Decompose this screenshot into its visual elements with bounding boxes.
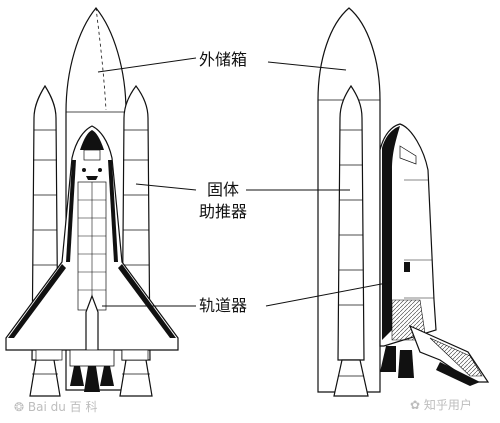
watermark-zhihu-text: 知乎用户: [423, 398, 472, 412]
watermark-baidu-text: Bai du 百 科: [27, 400, 98, 414]
leader-orbiter-right: [265, 281, 393, 307]
front-view: [5, 7, 179, 397]
leader-lines: [97, 57, 393, 307]
side-orbiter: [379, 123, 490, 386]
baidu-paw-icon: ❂: [14, 400, 25, 414]
watermark-baidu: ❂ Bai du 百 科: [14, 398, 97, 415]
leader-srb-left: [135, 183, 197, 191]
label-srb-line1: 固体: [206, 180, 241, 200]
label-external-tank: 外储箱: [198, 50, 249, 70]
watermark-zhihu: ✿ 知乎用户: [410, 396, 472, 413]
leader-external-tank-left: [97, 57, 197, 73]
label-srb-line2: 助推器: [198, 202, 249, 222]
label-orbiter: 轨道器: [198, 296, 249, 316]
zhihu-logo-icon: ✿: [410, 398, 421, 412]
leader-external-tank-right: [267, 61, 347, 71]
side-view: [317, 7, 490, 397]
front-orbiter: [5, 125, 179, 392]
